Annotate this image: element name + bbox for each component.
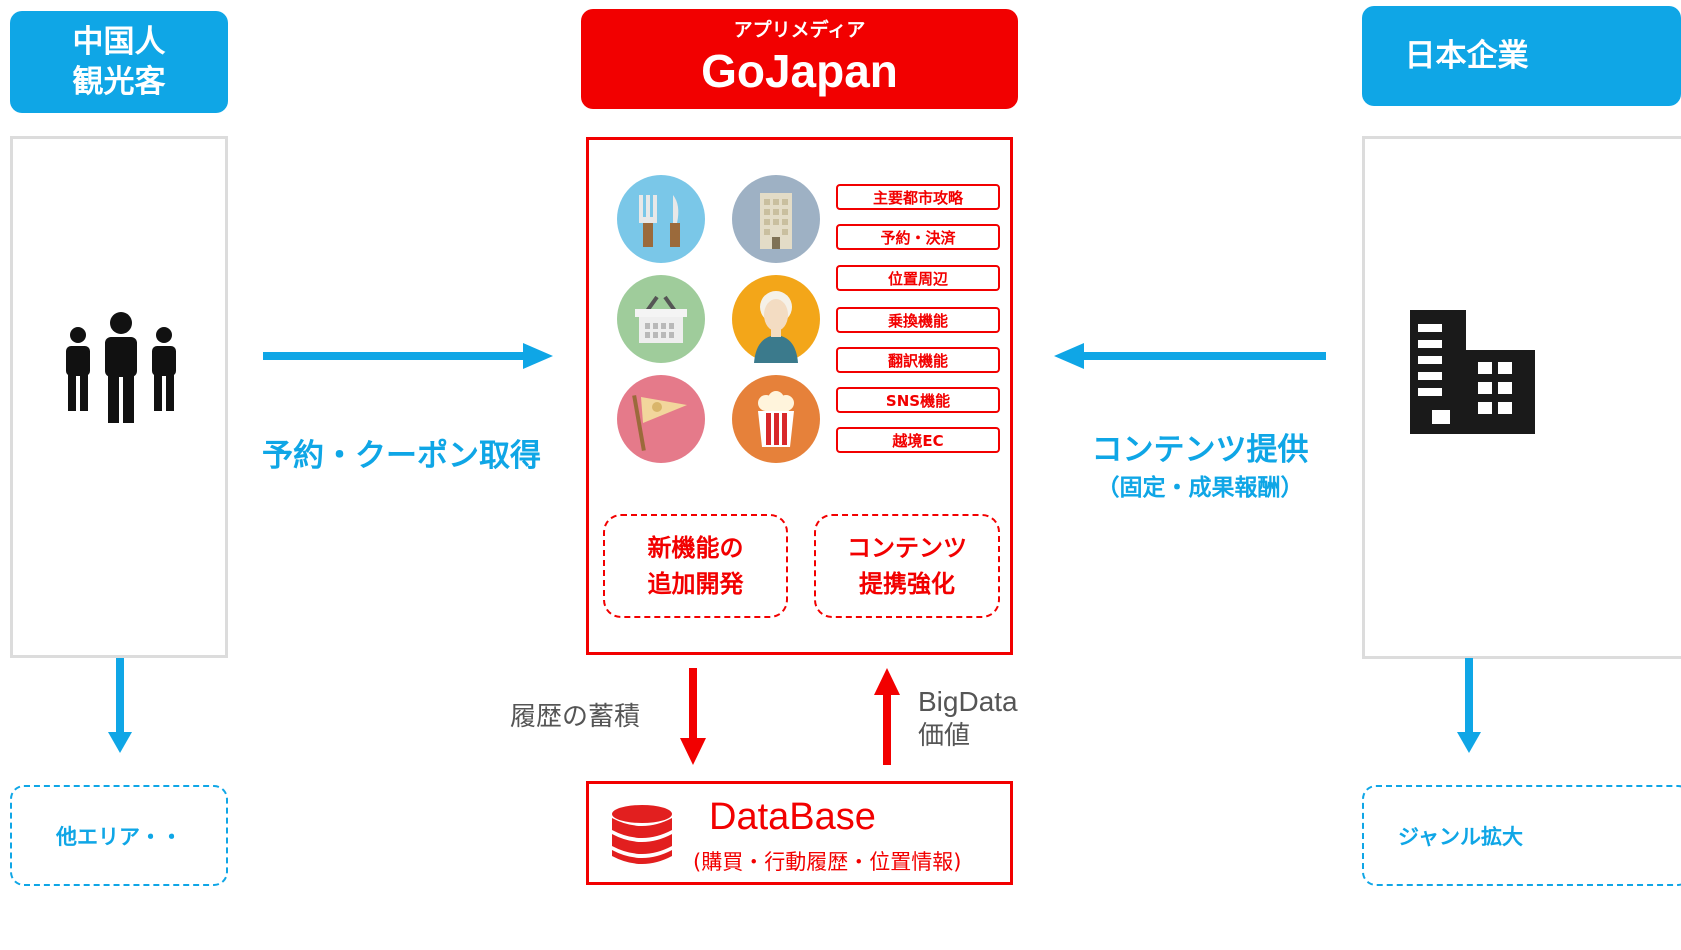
left-header: 中国人 観光客: [10, 11, 228, 113]
left-right-arrow: [263, 343, 553, 369]
database-title: DataBase: [709, 796, 876, 838]
person-icon: [732, 275, 820, 363]
center-title: GoJapan: [701, 45, 898, 97]
up-arrow: [874, 668, 900, 765]
right-bottom-box: ジャンル拡大: [1362, 785, 1681, 886]
new-feature-box: 新機能の 追加開発: [603, 514, 788, 618]
left-flow-label: 予約・クーポン取得: [262, 438, 541, 474]
basket-icon: [617, 275, 705, 363]
fork-knife-icon: [617, 175, 705, 263]
flag-icon: [617, 375, 705, 463]
feature-pill: 予約・決済: [836, 224, 1000, 250]
feature-pill: 主要都市攻略: [836, 184, 1000, 210]
right-bottom-label: ジャンル拡大: [1398, 824, 1523, 849]
left-panel: [10, 136, 228, 658]
value-label: 価値: [918, 721, 971, 751]
right-left-arrow: [1054, 343, 1326, 369]
database-icon: [612, 805, 672, 864]
center-header: アプリメディア GoJapan: [581, 9, 1018, 109]
feature-pill: 乗換機能: [836, 307, 1000, 333]
right-header: 日本企業: [1362, 6, 1681, 106]
right-flow-sublabel: （固定・成果報酬）: [1096, 475, 1304, 501]
right-flow-label: コンテンツ提供: [1091, 432, 1309, 468]
building-icon: [732, 175, 820, 263]
people-group-icon: [66, 312, 176, 423]
popcorn-icon: [732, 375, 820, 463]
office-building-icon: [1410, 310, 1535, 434]
left-bottom-box: 他エリア・・: [10, 785, 228, 886]
right-panel: [1362, 136, 1681, 659]
left-down-arrow: [108, 658, 132, 753]
database-subtitle: (購買・行動履歴・位置情報): [693, 850, 962, 874]
history-label: 履歴の蓄積: [510, 702, 641, 732]
feature-pill: 位置周辺: [836, 265, 1000, 291]
bigdata-label: BigData: [918, 686, 1018, 717]
feature-pill: SNS機能: [836, 387, 1000, 413]
feature-pill: 翻訳機能: [836, 347, 1000, 373]
content-alliance-box: コンテンツ 提携強化: [814, 514, 1000, 618]
center-feature-box: 主要都市攻略 予約・決済 位置周辺 乗換機能 翻訳機能 SNS機能 越境EC 新…: [586, 137, 1013, 655]
right-down-arrow: [1457, 658, 1481, 753]
feature-pill: 越境EC: [836, 427, 1000, 453]
center-subtitle: アプリメディア: [733, 19, 866, 41]
database-box: DataBase (購買・行動履歴・位置情報): [586, 781, 1013, 885]
down-arrow: [680, 668, 706, 765]
